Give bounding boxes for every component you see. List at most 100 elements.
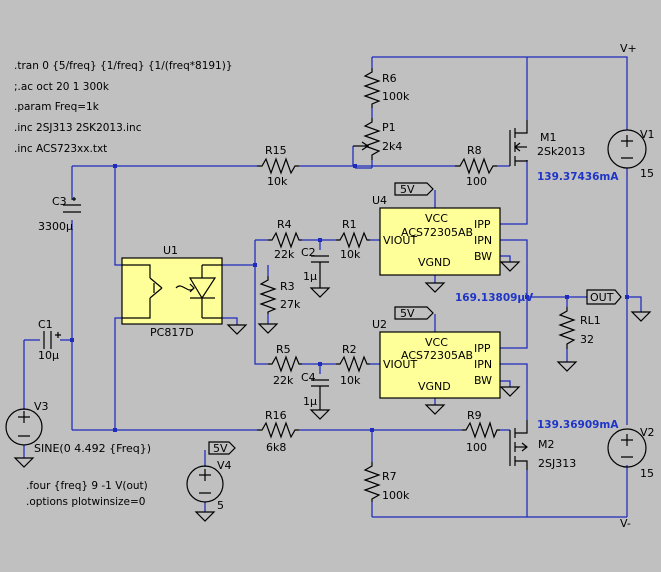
svg-text:R3: R3 <box>280 280 295 293</box>
svg-text:VCC: VCC <box>425 336 448 349</box>
svg-text:3300µ: 3300µ <box>38 220 73 233</box>
resistor-r16[interactable]: R16 6k8 <box>257 409 299 454</box>
directive-inc-acs: .inc ACS723xx.txt <box>14 143 107 155</box>
resistor-rl1[interactable]: RL1 32 <box>558 307 601 349</box>
svg-text:ACS72305AB: ACS72305AB <box>401 349 473 362</box>
svg-text:10k: 10k <box>267 175 288 188</box>
capacitor-c1[interactable]: C1 10µ <box>38 318 61 362</box>
resistor-r8[interactable]: R8 100 <box>455 144 497 188</box>
net-flag-5v-u2: 5V <box>394 306 434 320</box>
resistor-r1[interactable]: R1 10k <box>336 218 370 261</box>
svg-text:5V: 5V <box>400 307 415 320</box>
ground-symbol-u2 <box>424 404 446 415</box>
svg-text:BW: BW <box>474 374 492 387</box>
annotation-m2-current: 139.36909mA <box>537 419 619 431</box>
ground-symbol-c4 <box>309 400 331 420</box>
source-v4[interactable]: V4 5 <box>186 459 232 512</box>
svg-text:32: 32 <box>580 333 594 346</box>
resistor-r4[interactable]: R4 22k <box>268 218 302 261</box>
resistor-r5[interactable]: R5 22k <box>268 343 302 387</box>
source-v2[interactable]: V2 15 <box>607 426 655 480</box>
svg-text:10µ: 10µ <box>38 349 59 362</box>
svg-text:C1: C1 <box>38 318 53 331</box>
svg-text:R6: R6 <box>382 72 397 85</box>
svg-text:U4: U4 <box>372 194 387 207</box>
resistor-r7[interactable]: R7 100k <box>363 462 410 502</box>
current-sensor-u2[interactable]: VCC VIOUT VGND IPP IPN BW U2 ACS72305AB <box>372 318 501 399</box>
resistor-r9[interactable]: R9 100 <box>462 409 500 454</box>
current-sensor-u4[interactable]: VCC VIOUT VGND IPP IPN BW U4 ACS72305AB <box>372 194 501 276</box>
svg-text:R9: R9 <box>467 409 482 422</box>
ground-symbol-u4-bw <box>499 261 521 272</box>
svg-text:M2: M2 <box>538 438 555 451</box>
svg-text:R15: R15 <box>265 144 287 157</box>
directive-options: .options plotwinsize=0 <box>26 496 145 508</box>
directive-tran: .tran 0 {5/freq} {1/freq} {1/(freq*8191)… <box>14 60 233 72</box>
svg-text:U1: U1 <box>163 244 178 257</box>
net-label-vplus: V+ <box>620 42 637 55</box>
svg-text:C3: C3 <box>52 195 67 208</box>
resistor-r3[interactable]: R3 27k <box>259 276 301 314</box>
svg-text:SINE(0 4.492 {Freq}): SINE(0 4.492 {Freq}) <box>34 442 151 455</box>
svg-text:R2: R2 <box>342 343 357 356</box>
svg-text:ACS72305AB: ACS72305AB <box>401 226 473 239</box>
svg-text:1µ: 1µ <box>303 395 317 408</box>
svg-text:100: 100 <box>466 441 487 454</box>
capacitor-c4[interactable]: C4 1µ <box>301 371 329 408</box>
ground-symbol-u2-bw <box>499 386 521 397</box>
svg-text:VGND: VGND <box>418 380 451 393</box>
svg-text:IPP: IPP <box>474 218 491 231</box>
capacitor-c2[interactable]: C2 1µ <box>301 246 329 283</box>
svg-text:R8: R8 <box>467 144 482 157</box>
net-label-vminus: V- <box>620 517 631 530</box>
net-flag-out[interactable]: OUT <box>586 289 622 305</box>
svg-text:R1: R1 <box>342 218 357 231</box>
svg-text:10k: 10k <box>340 374 361 387</box>
annotation-m1-current: 139.37436mA <box>537 171 619 183</box>
svg-text:PC817D: PC817D <box>150 326 194 339</box>
source-v1[interactable]: V1 15 <box>607 128 655 180</box>
svg-text:V1: V1 <box>640 128 655 141</box>
svg-text:5V: 5V <box>400 183 415 196</box>
directive-inc-mosfet: .inc 2SJ313 2SK2013.inc <box>14 122 142 134</box>
svg-text:VIOUT: VIOUT <box>383 234 417 247</box>
directive-ac: ;.ac oct 20 1 300k <box>14 81 110 93</box>
svg-text:VGND: VGND <box>418 256 451 269</box>
mosfet-m2[interactable]: M2 2SJ313 <box>509 420 576 470</box>
spice-directives: .tran 0 {5/freq} {1/freq} {1/(freq*8191)… <box>14 60 233 508</box>
wires <box>23 56 642 518</box>
svg-text:R7: R7 <box>382 470 397 483</box>
ground-symbol-v4 <box>194 511 216 522</box>
svg-text:RL1: RL1 <box>580 314 601 327</box>
ground-symbol-r3 <box>257 323 279 334</box>
mosfet-m1[interactable]: M1 2Sk2013 <box>509 120 585 166</box>
svg-text:15: 15 <box>640 167 654 180</box>
svg-text:2k4: 2k4 <box>382 140 402 153</box>
source-v3[interactable]: V3 SINE(0 4.492 {Freq}) <box>5 400 151 455</box>
svg-text:100k: 100k <box>382 90 410 103</box>
junctions <box>70 164 629 432</box>
net-flag-5v-u4: 5V <box>394 182 434 196</box>
resistor-r6[interactable]: R6 100k <box>363 68 410 108</box>
svg-text:IPN: IPN <box>474 234 492 247</box>
resistor-r2[interactable]: R2 10k <box>336 343 370 387</box>
resistor-r15[interactable]: R15 10k <box>257 144 299 188</box>
svg-text:V4: V4 <box>217 459 232 472</box>
svg-text:C4: C4 <box>301 371 316 384</box>
svg-text:R4: R4 <box>277 218 292 231</box>
svg-text:R5: R5 <box>276 343 291 356</box>
optocoupler-u1[interactable]: U1 PC817D <box>121 244 223 339</box>
annotation-out-voltage: 169.13809µV <box>455 292 534 304</box>
net-flag-5v-v4: 5V <box>208 441 236 455</box>
svg-text:VIOUT: VIOUT <box>383 358 417 371</box>
svg-text:22k: 22k <box>274 248 295 261</box>
ground-symbol-v3 <box>13 457 35 468</box>
svg-text:P1: P1 <box>382 121 396 134</box>
svg-text:15: 15 <box>640 467 654 480</box>
svg-text:100k: 100k <box>382 489 410 502</box>
ground-symbol-rails <box>630 311 652 322</box>
capacitor-c3[interactable]: C3 3300µ <box>38 195 81 233</box>
potentiometer-p1[interactable]: P1 2k4 <box>353 118 402 160</box>
svg-text:IPN: IPN <box>474 358 492 371</box>
